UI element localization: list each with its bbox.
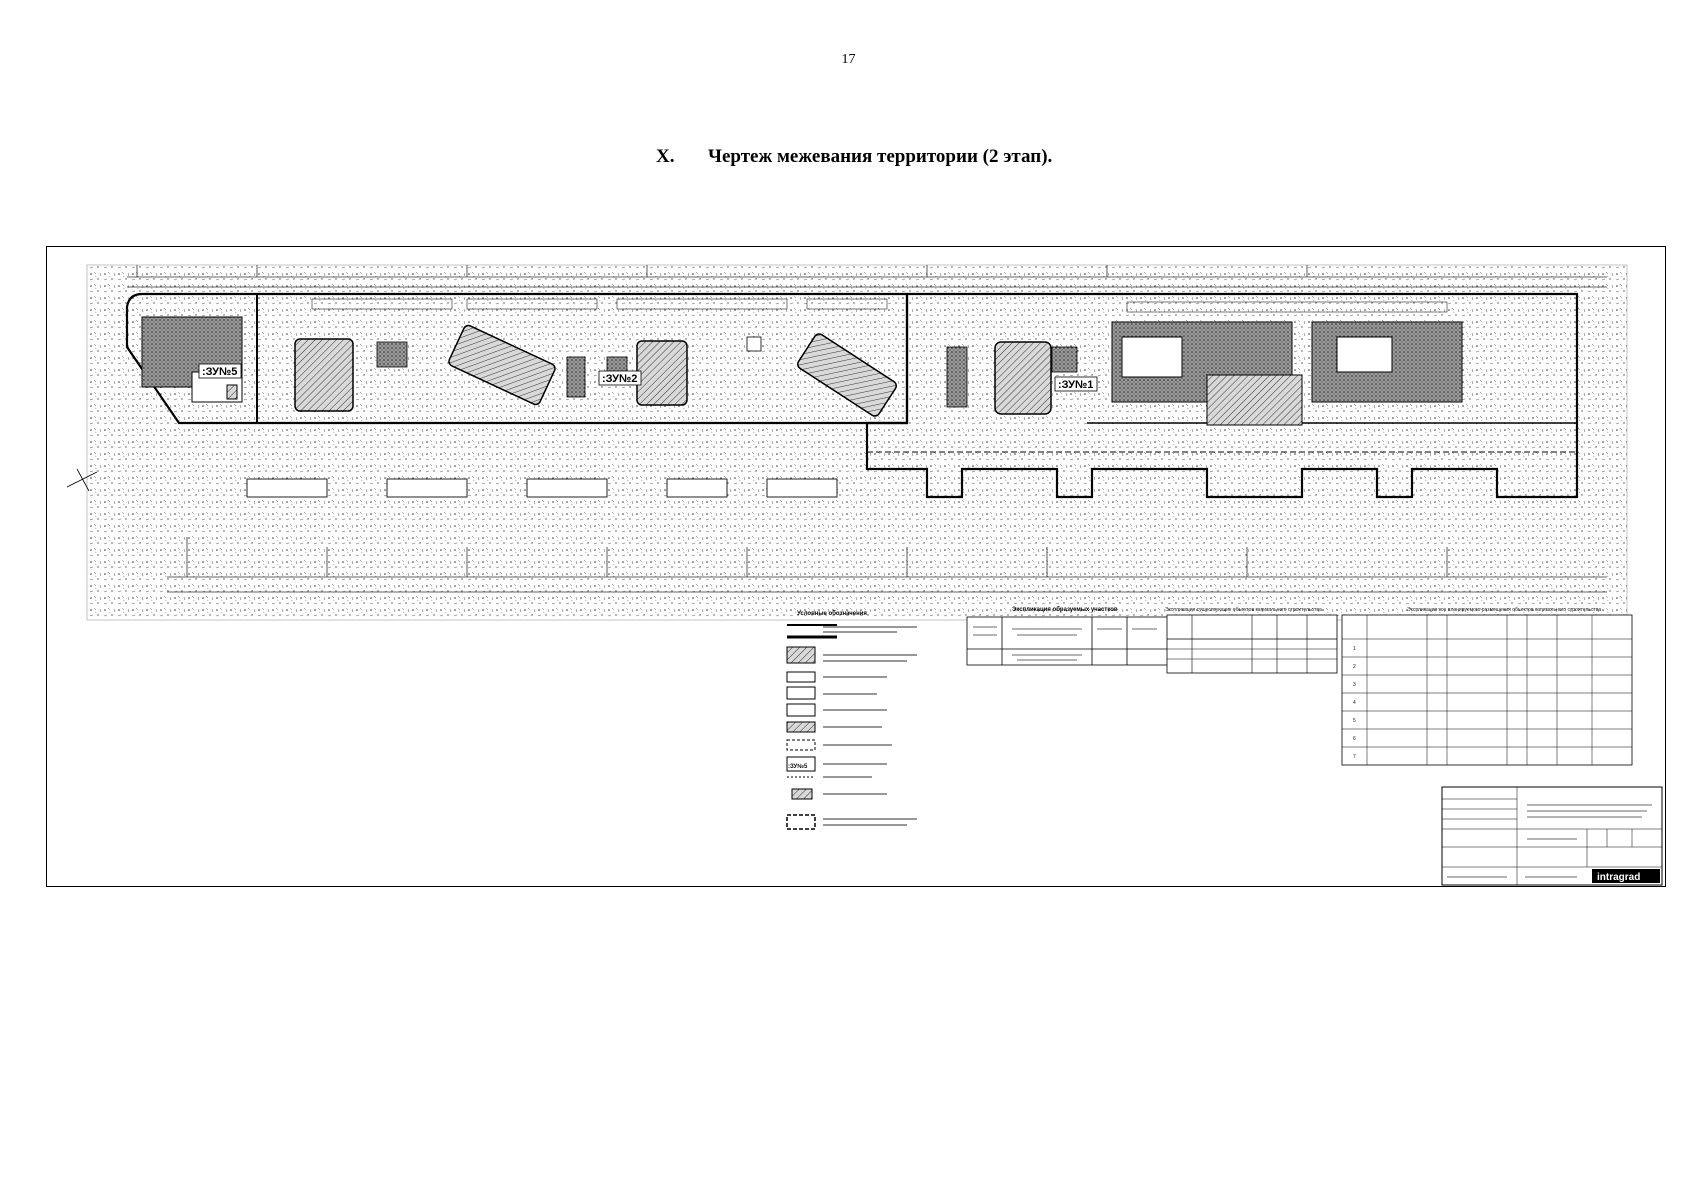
table-planned-zones: Экспликация зон планируемого размещения …: [1341, 607, 1633, 766]
intragrad-logo: intragrad: [1597, 872, 1640, 883]
table1-title: Экспликация образуемых участков: [1012, 606, 1118, 613]
topographic-background: [87, 265, 1627, 620]
table2-title: Экспликация существующих объектов капита…: [1165, 607, 1322, 613]
zone-label-2: :ЗУ№2: [602, 373, 637, 385]
bottom-streets: [167, 537, 1607, 593]
table-existing-objects: Экспликация существующих объектов капита…: [1165, 607, 1338, 674]
zone-label-1: :ЗУ№1: [1058, 379, 1093, 391]
table3-row-6: 6: [1353, 736, 1356, 742]
page-number: 17: [841, 52, 856, 67]
section-title-text: Чертеж межевания территории (2 этап).: [708, 146, 1053, 167]
table3-row-2: 2: [1353, 664, 1356, 670]
parking-rows: [311, 298, 1448, 313]
table-formed-parcels: Экспликация образуемых участков: [966, 606, 1183, 666]
table3-row-5: 5: [1353, 718, 1356, 724]
north-arrow-icon: [66, 468, 98, 492]
title-block-stamp: intragrad: [1441, 786, 1663, 886]
boundary-parcel-west: [125, 292, 909, 425]
existing-buildings-row: [246, 478, 838, 498]
table3-row-4: 4: [1353, 700, 1356, 706]
legend-zone-label: :ЗУ№5: [788, 763, 808, 770]
legend: Условные обозначения :ЗУ№5: [786, 610, 917, 830]
table3-title: Экспликация зон планируемого размещения …: [1407, 607, 1601, 613]
table3-row-1: 1: [1353, 646, 1356, 652]
zone-label-5: :ЗУ№5: [202, 366, 237, 378]
section-title: X. Чертеж межевания территории (2 этап).: [656, 146, 1052, 168]
section-number: X.: [656, 146, 675, 167]
table3-row-7: 7: [1353, 754, 1356, 760]
legend-title: Условные обозначения: [797, 610, 867, 617]
drawing-sheet: +: [46, 246, 1666, 887]
zone-labels: :ЗУ№5 :ЗУ№2 :ЗУ№1: [198, 363, 1098, 392]
survey-plan-drawing: +: [66, 264, 1663, 886]
table3-row-3: 3: [1353, 682, 1356, 688]
existing-complex-east: [1111, 321, 1463, 426]
boundary-parcel-east: [865, 292, 1579, 499]
top-streets: [127, 265, 1607, 288]
planned-buildings: [294, 324, 1052, 417]
misc-structures: [376, 336, 1078, 408]
